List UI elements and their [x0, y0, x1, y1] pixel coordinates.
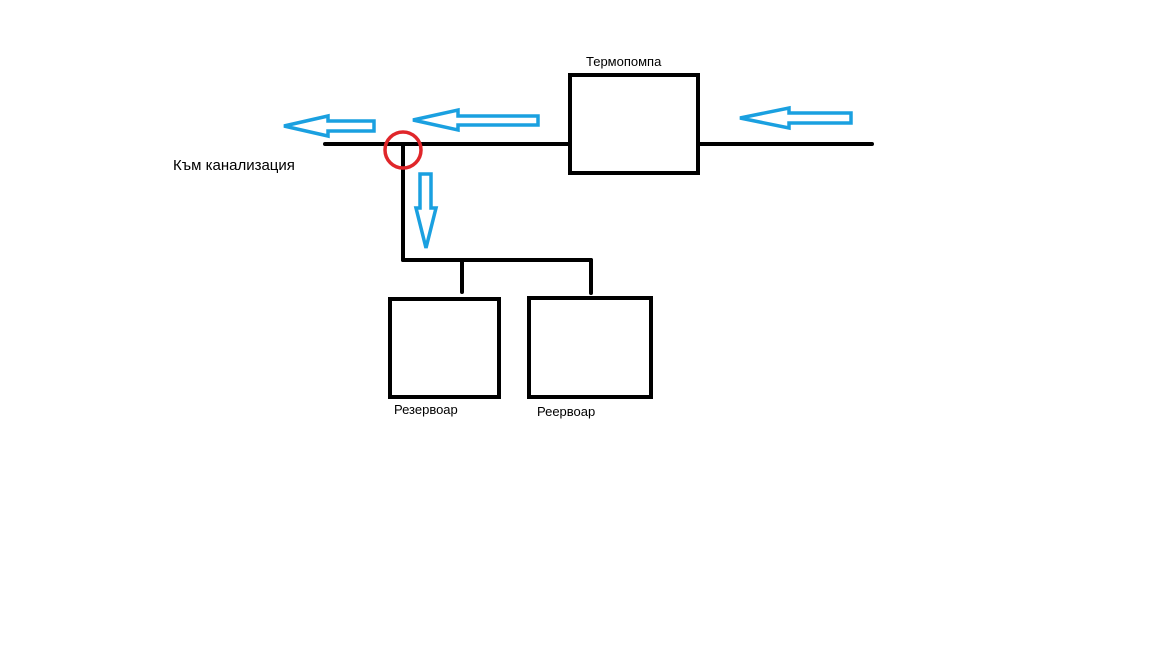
flow-arrow-left-middle [412, 107, 540, 133]
junction-marker-circle [383, 130, 423, 170]
tank-left-label: Резервоар [394, 402, 458, 417]
flow-arrow-down-branch [413, 172, 439, 249]
tank-right-box [527, 296, 653, 399]
tank-left-box [388, 297, 501, 399]
heat-pump-label: Термопомпа [586, 54, 662, 69]
tank-right-label: Реервоар [537, 404, 596, 419]
flow-arrow-left-outlet [283, 113, 376, 139]
flow-arrow-left-inlet [739, 105, 853, 131]
heat-pump-box [568, 73, 700, 175]
to-sewer-label: Към канализация [173, 157, 295, 174]
